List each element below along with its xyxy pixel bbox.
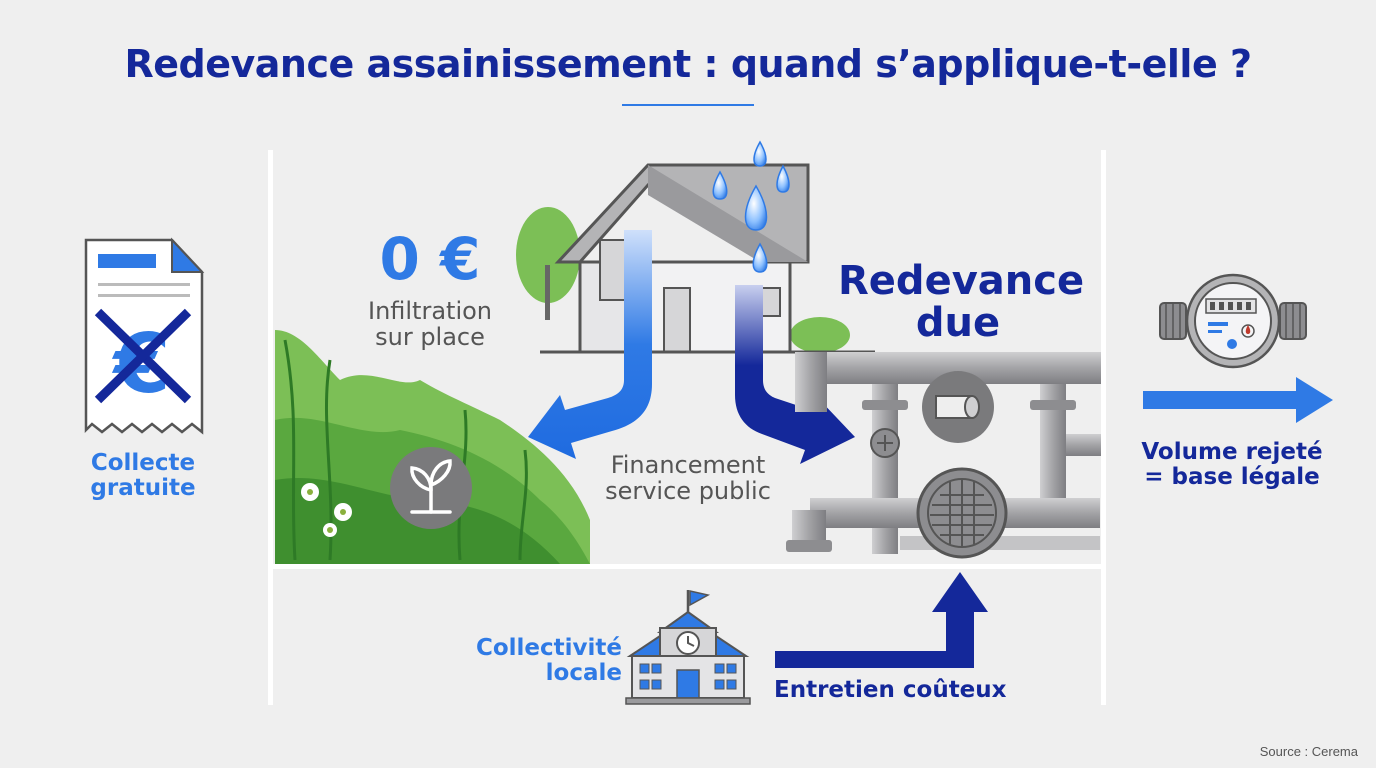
redevance-line1: Redevance [838,258,1085,304]
vegetation-area [275,207,850,564]
infiltration-line2: sur place [375,323,485,352]
left-label-line1: Collecte [90,450,196,476]
volume-arrow [1143,377,1333,423]
left-label: Collecte gratuite [70,450,216,502]
financement-label: Financement service public [586,452,790,505]
infiltration-line1: Infiltration [367,297,493,325]
maintenance-arrow [775,572,988,668]
crossed-euro-bill-icon: € [84,237,205,435]
infiltration-arrow [528,230,652,459]
collectivite-line1: Collectivité [475,635,622,661]
rain-drops-icon [712,140,790,273]
left-label-line2: gratuite [90,475,196,502]
volume-label: Volume rejeté = base légale [1132,439,1332,491]
redevance-label: Redevance due [838,258,1085,346]
redevance-arrow [735,285,855,464]
zero-price-label: 0 € [379,225,481,293]
collectivite-line2: locale [545,660,622,687]
sewer-pipes [786,352,1101,559]
volume-line1: Volume rejeté [1141,439,1323,465]
financement-line1: Financement [610,451,766,479]
infiltration-label: Infiltration sur place [350,298,510,351]
frame-lines [268,150,1106,705]
volume-line2: = base légale [1144,464,1320,491]
financement-line2: service public [605,477,771,506]
water-meter-icon [1159,273,1307,369]
town-hall-icon [625,590,751,705]
redevance-line2: due [915,300,1001,346]
page-title: Redevance assainissement : quand s’appli… [124,42,1252,86]
title-underline [622,104,754,106]
source-caption: Source : Cerema [1259,744,1358,759]
collectivite-label: Collectivité locale [452,635,622,687]
entretien-label: Entretien coûteux [774,677,1007,703]
